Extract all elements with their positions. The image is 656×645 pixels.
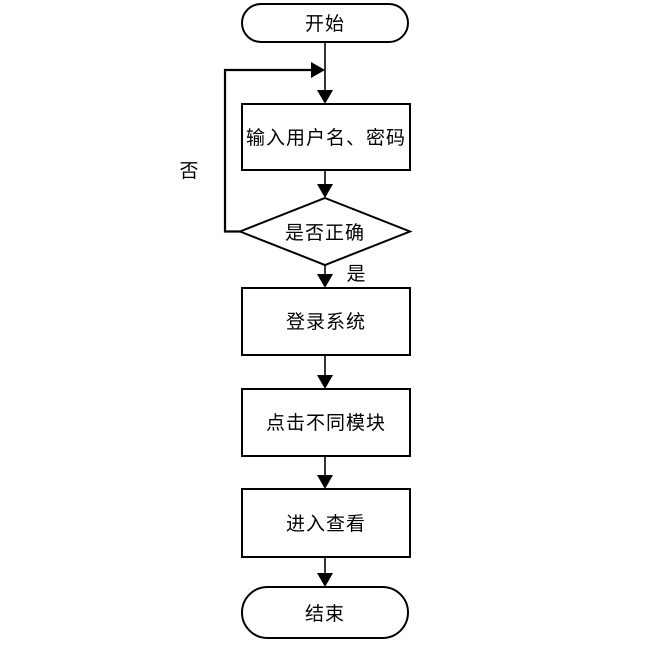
start-node-label: 开始 [305, 13, 345, 35]
arrowhead-into-login [317, 274, 333, 288]
input-credentials-node [241, 103, 411, 171]
login-system-label: 登录系统 [286, 311, 366, 333]
edge-no-loop [223, 68, 311, 233]
arrowhead-into-view [317, 475, 333, 489]
enter-view-node [241, 488, 411, 558]
arrowhead-into-modules [317, 375, 333, 389]
login-system-node [241, 287, 411, 356]
yes-branch-label: 是 [346, 264, 365, 285]
start-node [241, 3, 409, 43]
arrowhead-into-input [317, 90, 333, 104]
click-modules-label: 点击不同模块 [266, 412, 386, 434]
enter-view-label: 进入查看 [286, 513, 366, 535]
click-modules-node [241, 388, 411, 457]
arrowhead-no-loop [311, 62, 325, 78]
is-correct-label: 是否正确 [285, 222, 365, 244]
arrowhead-into-decision [317, 184, 333, 198]
no-branch-label: 否 [179, 161, 198, 182]
end-node-label: 结束 [305, 603, 345, 625]
end-node [241, 586, 409, 639]
arrowhead-into-end [317, 573, 333, 587]
input-credentials-label: 输入用户名、密码 [246, 127, 406, 149]
